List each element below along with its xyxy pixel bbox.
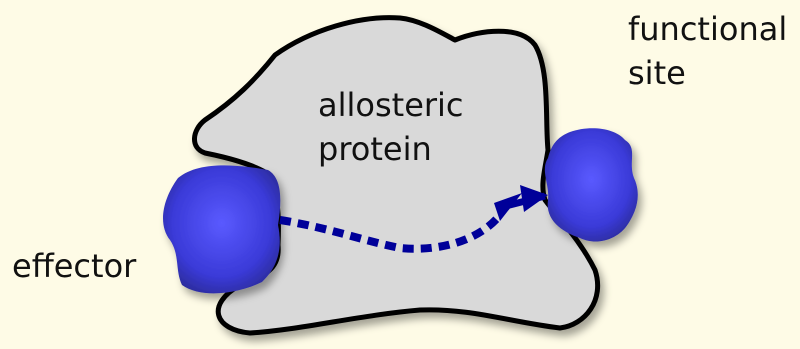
protein-label-line1: allosteric (318, 83, 464, 127)
functional-site-label-line2: site (628, 51, 787, 95)
effector-blob (163, 165, 280, 293)
functional-site-label: functional site (628, 7, 787, 95)
protein-label: allosteric protein (318, 83, 464, 171)
effector-label: effector (12, 244, 136, 288)
functional-site-blob (545, 128, 638, 241)
protein-label-line2: protein (318, 127, 464, 171)
functional-site-label-line1: functional (628, 7, 787, 51)
